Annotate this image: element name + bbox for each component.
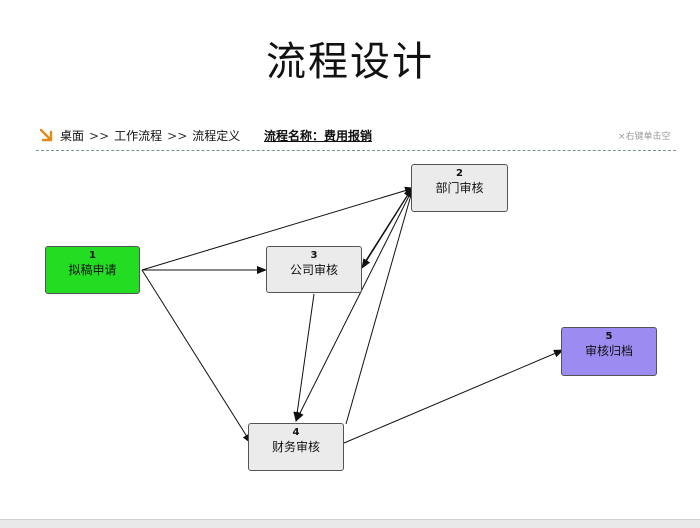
bottom-scroll-bar	[0, 519, 700, 528]
breadcrumb-separator: >>	[89, 129, 110, 143]
edge-3-4	[293, 293, 315, 422]
slide-title: 流程设计	[266, 39, 434, 85]
node-number: 1	[89, 250, 96, 261]
node-number: 3	[310, 250, 318, 261]
flow-node-5[interactable]: 5 审核归档	[561, 327, 657, 376]
flow-node-2[interactable]: 2 部门审核	[411, 164, 508, 212]
breadcrumb-item-desktop[interactable]: 桌面	[60, 129, 85, 143]
node-number: 4	[292, 427, 300, 438]
node-label: 公司审核	[289, 263, 338, 277]
right-click-hint: ×右键单击空	[618, 132, 671, 142]
edge-1-4	[141, 269, 252, 444]
arrow-down-right-icon	[39, 128, 53, 142]
flow-node-3[interactable]: 3 公司审核	[266, 246, 362, 293]
flow-node-4[interactable]: 4 财务审核	[248, 423, 344, 471]
node-label: 审核归档	[584, 344, 633, 358]
edge-3-2	[362, 187, 413, 266]
edge-1-2	[141, 186, 415, 271]
edge-4-2	[345, 187, 415, 425]
node-label: 拟稿申请	[68, 263, 117, 277]
breadcrumb: 桌面 >> 工作流程 >> 流程定义	[60, 128, 240, 144]
breadcrumb-separator: >>	[167, 129, 188, 143]
node-number: 5	[605, 331, 613, 342]
breadcrumb-item-workflow[interactable]: 工作流程	[114, 129, 163, 143]
edge-2-4	[295, 189, 413, 422]
flow-node-1[interactable]: 1 拟稿申请	[45, 246, 140, 294]
edge-4-5	[343, 349, 564, 444]
breadcrumb-item-flow-definition[interactable]: 流程定义	[192, 129, 241, 143]
node-label: 部门审核	[435, 181, 484, 195]
node-number: 2	[456, 168, 463, 179]
node-label: 财务审核	[271, 440, 320, 454]
flow-name-label: 流程名称：费用报销	[264, 129, 373, 143]
flow-toolbar: 桌面 >> 工作流程 >> 流程定义 流程名称：费用报销 ×右键单击空	[36, 124, 676, 151]
